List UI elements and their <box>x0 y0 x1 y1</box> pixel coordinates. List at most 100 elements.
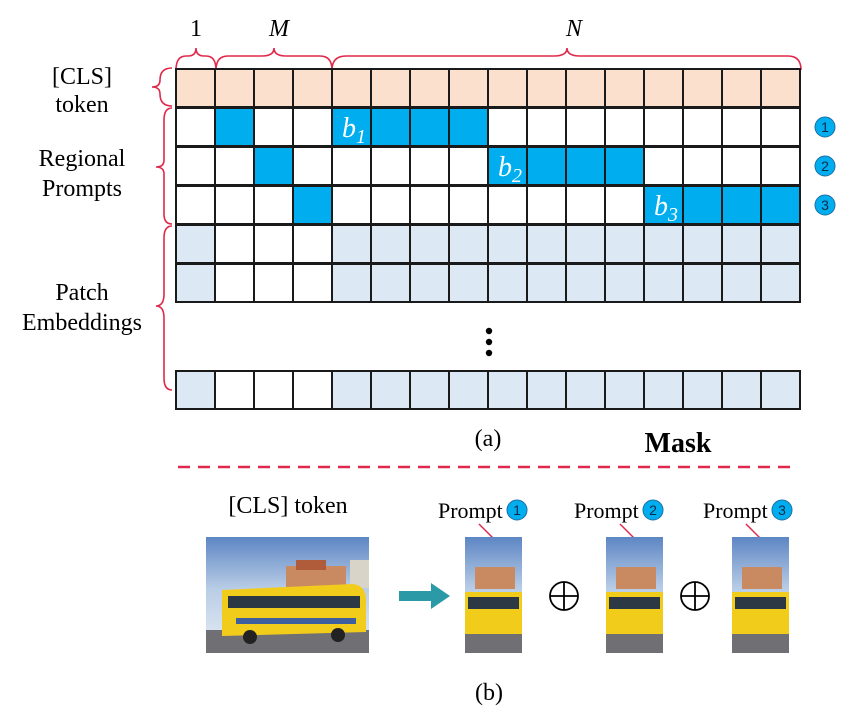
grid-cell <box>370 185 411 225</box>
regional-label-line2: Prompts <box>42 176 122 202</box>
vertical-ellipsis-icon <box>485 327 493 357</box>
prompt-label: Prompt <box>703 498 768 523</box>
grid-cell <box>487 370 528 410</box>
grid-cell <box>682 68 723 108</box>
b-label-1: b1 <box>342 113 366 148</box>
grid-cell <box>214 68 255 108</box>
brace-cls <box>151 67 173 107</box>
grid-cell <box>487 107 528 147</box>
marker-number-2: 2 <box>821 158 829 174</box>
grid-cell <box>565 146 606 186</box>
grid-cell <box>292 68 333 108</box>
grid-cell <box>370 68 411 108</box>
grid-cell <box>448 146 489 186</box>
b-labels: b1 b2 b3 <box>342 113 678 226</box>
grid-cell <box>214 107 255 147</box>
grid-cell <box>331 224 372 264</box>
grid-cell <box>565 185 606 225</box>
grid-cell <box>565 68 606 108</box>
grid-cell <box>721 370 762 410</box>
brace-regional <box>155 107 173 225</box>
brace-one <box>175 47 217 71</box>
grid-cell <box>370 224 411 264</box>
grid-cell <box>292 185 333 225</box>
prompt-crop-1: Prompt 1 <box>438 498 528 653</box>
prompt-crops: Prompt 1 Prompt 2 Prompt 3 <box>438 498 793 653</box>
grid-cell <box>565 107 606 147</box>
grid-cell <box>175 224 216 264</box>
prompt-number-circle <box>506 499 528 521</box>
grid-cell <box>682 185 723 225</box>
marker-number-1: 1 <box>821 119 829 135</box>
prompt-label: Prompt <box>438 498 503 523</box>
grid-cell <box>721 107 762 147</box>
mask-label: Mask <box>645 428 712 459</box>
grid-cell <box>604 146 645 186</box>
grid-cell <box>448 224 489 264</box>
grid-cell <box>760 263 801 303</box>
column-label-n: N <box>565 16 584 42</box>
grid-cell <box>682 370 723 410</box>
prompt-number: 1 <box>513 502 521 518</box>
grid-cell <box>214 185 255 225</box>
prompt-number: 3 <box>778 502 786 518</box>
caption-a: (a) <box>475 426 502 452</box>
grid-cell <box>682 263 723 303</box>
marker-circle-3 <box>814 194 836 216</box>
grid-cell <box>214 146 255 186</box>
grid-cell <box>604 68 645 108</box>
cls-token-label: [CLS] token <box>228 493 347 519</box>
grid-cell <box>604 370 645 410</box>
marker-circle-1 <box>814 116 836 138</box>
grid-cell <box>721 146 762 186</box>
grid-cell <box>565 370 606 410</box>
grid-cell <box>409 146 450 186</box>
prompt-label: Prompt <box>574 498 639 523</box>
column-braces <box>175 47 802 71</box>
grid-cell <box>409 107 450 147</box>
grid-cell <box>292 107 333 147</box>
grid-cell <box>175 107 216 147</box>
grid-cell <box>331 263 372 303</box>
grid-cell <box>565 224 606 264</box>
grid-cell <box>526 185 567 225</box>
grid-cell <box>760 68 801 108</box>
grid-cell <box>292 146 333 186</box>
grid-cell <box>175 370 216 410</box>
grid-cell <box>253 107 294 147</box>
grid-cell <box>643 146 684 186</box>
grid-cell <box>175 146 216 186</box>
grid-cell <box>643 370 684 410</box>
circled-plus-icon <box>549 581 579 611</box>
grid-cell <box>214 263 255 303</box>
prompt-number: 2 <box>649 502 657 518</box>
grid-cell <box>526 107 567 147</box>
grid-cell <box>370 146 411 186</box>
marker-number-3: 3 <box>821 197 829 213</box>
grid-cell <box>409 224 450 264</box>
grid-cell <box>760 107 801 147</box>
prompt-number-circle <box>771 499 793 521</box>
grid-cell <box>331 146 372 186</box>
grid-cell <box>487 263 528 303</box>
prompt-crop-2: Prompt 2 <box>574 498 664 653</box>
brace-n <box>331 47 802 71</box>
grid-cell <box>643 263 684 303</box>
prompt-crop-3: Prompt 3 <box>703 498 793 653</box>
grid-cell <box>448 68 489 108</box>
grid-cell <box>292 263 333 303</box>
grid-cell <box>409 370 450 410</box>
marker-circle-2 <box>814 155 836 177</box>
grid-cell <box>370 370 411 410</box>
circled-plus-icon <box>680 581 710 611</box>
grid-cell <box>175 263 216 303</box>
grid-cell <box>643 107 684 147</box>
grid-cell <box>487 68 528 108</box>
grid-cell <box>409 68 450 108</box>
grid-cell <box>292 370 333 410</box>
grid-cell <box>448 370 489 410</box>
grid-cell <box>760 370 801 410</box>
patch-label-line2: Embeddings <box>22 310 142 336</box>
